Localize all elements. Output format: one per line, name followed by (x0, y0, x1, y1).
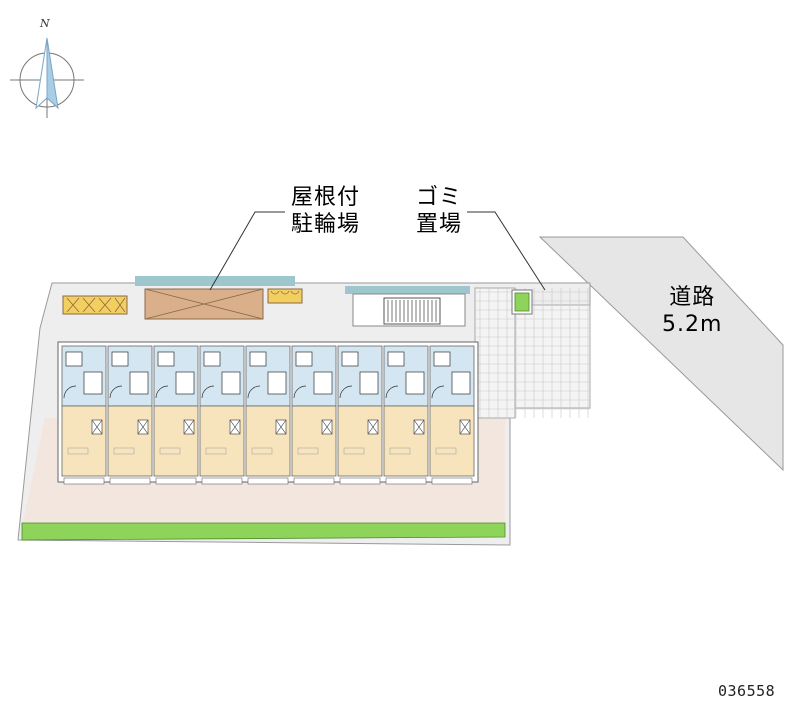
unit-room-label-box (67, 447, 89, 455)
trash-area-label-line-2: 置場 (416, 212, 463, 237)
apartment-unit (429, 345, 475, 485)
unit-room-label-box (113, 447, 135, 455)
apartment-unit (337, 345, 383, 485)
bike-label-leader (209, 211, 285, 291)
apartment-unit (291, 345, 337, 485)
unit-door-swing (247, 385, 261, 399)
unit-bath (451, 371, 471, 395)
unit-living-room (199, 405, 245, 477)
unit-door-swing (155, 385, 169, 399)
bike-parking-label-line-2: 駐輪場 (291, 212, 361, 237)
covered-bike-parking (144, 288, 264, 320)
unit-toilet (157, 351, 175, 367)
apartment-unit (383, 345, 429, 485)
trash-area-label: ゴミ 置場 (416, 184, 462, 238)
stairs (352, 293, 466, 327)
unit-door-swing (385, 385, 399, 399)
unit-living-room (107, 405, 153, 477)
unit-bath (313, 371, 333, 395)
unit-bath (175, 371, 195, 395)
apartment-unit (107, 345, 153, 485)
unit-toilet (249, 351, 267, 367)
unit-balcony (155, 477, 197, 485)
unit-bath (267, 371, 287, 395)
bike-parking-label-line-1: 屋根付 (291, 185, 361, 210)
unit-door-swing (109, 385, 123, 399)
unit-bath (83, 371, 103, 395)
unit-bath (221, 371, 241, 395)
unit-balcony (431, 477, 473, 485)
unit-toilet (433, 351, 451, 367)
unit-toilet (295, 351, 313, 367)
unit-bath (359, 371, 379, 395)
unit-living-room (337, 405, 383, 477)
unit-door-swing (201, 385, 215, 399)
bike-rack-small (267, 288, 303, 304)
unit-toilet (387, 351, 405, 367)
roof-edge-strip (345, 286, 470, 294)
unit-room-label-box (343, 447, 365, 455)
apartment-unit (199, 345, 245, 485)
road-label-name: 道路 (669, 285, 716, 310)
hedge (21, 522, 506, 541)
unit-room-label-box (297, 447, 319, 455)
unit-door-swing (431, 385, 445, 399)
apartment-units (61, 345, 475, 485)
road (538, 236, 784, 472)
unit-balcony (385, 477, 427, 485)
unit-living-room (245, 405, 291, 477)
trash-area-label-line-1: ゴミ (416, 185, 463, 210)
road-width: 5.2m (662, 312, 723, 337)
compass-north-label: N (40, 17, 50, 30)
unit-room-label-box (205, 447, 227, 455)
unit-door-swing (339, 385, 353, 399)
trash-label-leader (467, 211, 546, 291)
apartment-unit (245, 345, 291, 485)
unit-balcony (63, 477, 105, 485)
compass-north-icon (10, 37, 84, 118)
unit-toilet (203, 351, 221, 367)
unit-toilet (65, 351, 83, 367)
apartment-unit (61, 345, 107, 485)
unit-living-room (383, 405, 429, 477)
unit-bath (405, 371, 425, 395)
trash-bin (514, 292, 530, 312)
unit-living-room (153, 405, 199, 477)
unit-toilet (111, 351, 129, 367)
unit-living-room (291, 405, 337, 477)
unit-living-room (429, 405, 475, 477)
unit-living-room (61, 405, 107, 477)
unit-room-label-box (251, 447, 273, 455)
property-code: 036558 (718, 682, 776, 700)
unit-door-swing (63, 385, 77, 399)
unit-toilet (341, 351, 359, 367)
unit-balcony (339, 477, 381, 485)
bike-rack (62, 295, 128, 315)
unit-balcony (201, 477, 243, 485)
apartment-unit (153, 345, 199, 485)
unit-door-swing (293, 385, 307, 399)
unit-balcony (109, 477, 151, 485)
road-label: 道路 5.2m (662, 284, 722, 338)
unit-balcony (293, 477, 335, 485)
unit-room-label-box (435, 447, 457, 455)
unit-bath (129, 371, 149, 395)
unit-room-label-box (159, 447, 181, 455)
unit-balcony (247, 477, 289, 485)
unit-room-label-box (389, 447, 411, 455)
bike-parking-label: 屋根付 駐輪場 (291, 184, 360, 238)
